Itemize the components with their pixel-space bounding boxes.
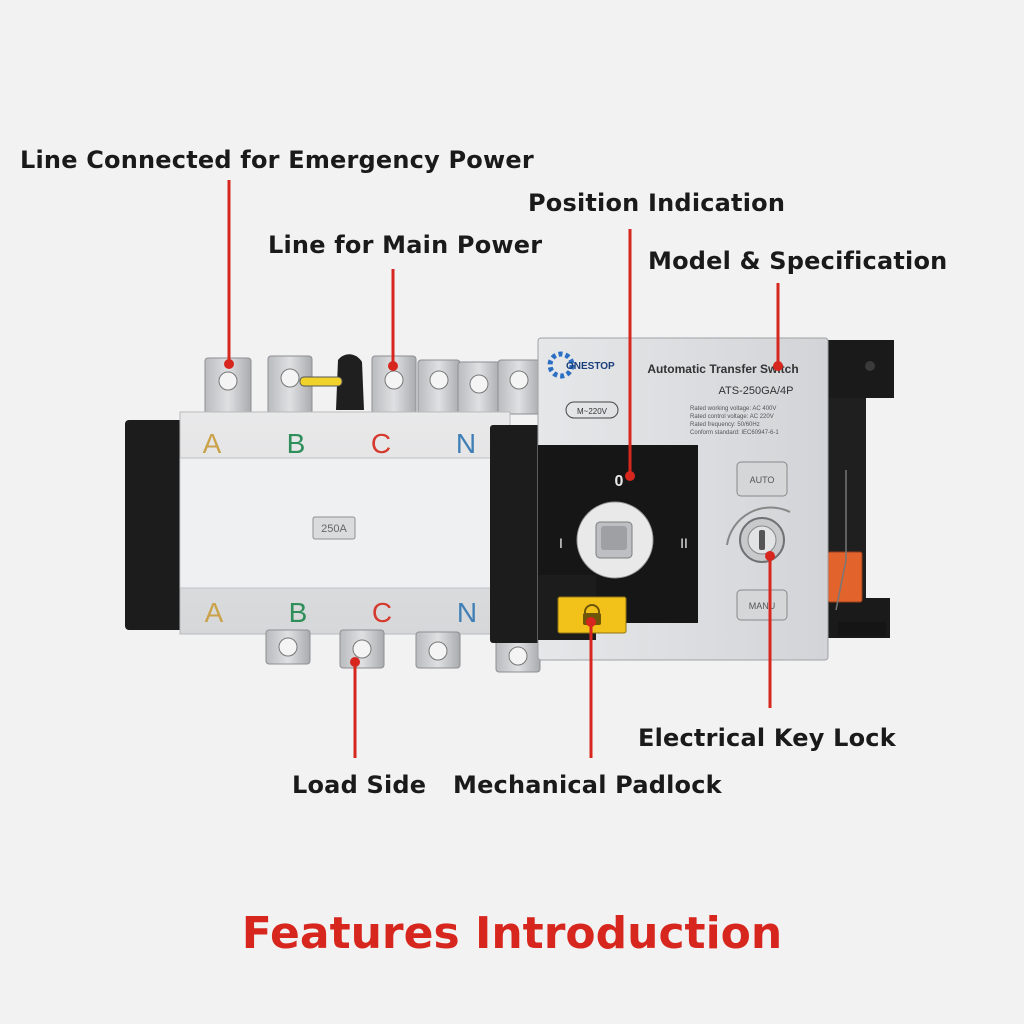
dial-mark-one: I — [559, 535, 563, 551]
mounting-bracket — [826, 340, 894, 638]
rating-tag-text: 250A — [321, 523, 347, 535]
manual-indicator — [736, 589, 788, 621]
left-end-cap — [125, 420, 187, 630]
spec-line-2: Rated control voltage: AC 220V — [690, 414, 774, 420]
middle-end-cap — [490, 425, 540, 643]
label-electrical-key-lock: Electrical Key Lock — [638, 724, 896, 752]
phase-a-top: A — [203, 428, 222, 459]
phase-c-top: C — [371, 428, 391, 459]
phase-a-bottom: A — [205, 597, 224, 628]
label-mechanical-padlock: Mechanical Padlock — [453, 771, 722, 799]
label-main-power: Line for Main Power — [268, 231, 543, 259]
motor-badge — [565, 401, 619, 419]
motor-badge-text: M~220V — [577, 407, 608, 416]
leader-lines — [224, 180, 783, 758]
dial-mark-zero: 0 — [615, 473, 624, 490]
phase-b-bottom: B — [289, 597, 308, 628]
dial-mark-two: II — [680, 535, 688, 551]
label-emergency-power: Line Connected for Emergency Power — [20, 146, 534, 174]
phase-n-bottom: N — [457, 597, 477, 628]
label-load-side: Load Side — [292, 771, 427, 799]
spec-line-3: Rated frequency: 50/60Hz — [690, 422, 760, 428]
label-position-indication: Position Indication — [528, 189, 786, 217]
spec-line-4: Conform standard: IEC60947-6-1 — [690, 430, 779, 436]
top-terminals — [204, 354, 541, 415]
auto-indicator — [736, 461, 788, 497]
phase-n-top: N — [456, 428, 476, 459]
panel-model: ATS-250GA/4P — [719, 385, 794, 397]
phase-c-bottom: C — [372, 597, 392, 628]
panel-title: Automatic Transfer Switch — [647, 362, 798, 376]
bottom-terminals — [265, 629, 541, 673]
brand-logo: ONESTOP — [547, 351, 615, 379]
features-introduction-title: Features Introduction — [241, 908, 783, 959]
label-model-specification: Model & Specification — [648, 247, 948, 275]
brand-text: ONESTOP — [566, 361, 615, 372]
spec-line-1: Rated working voltage: AC 400V — [690, 406, 776, 412]
manual-indicator-label: MANU — [749, 601, 776, 611]
rating-tag — [312, 516, 356, 540]
phase-b-top: B — [287, 428, 306, 459]
auto-indicator-label: AUTO — [750, 475, 775, 485]
